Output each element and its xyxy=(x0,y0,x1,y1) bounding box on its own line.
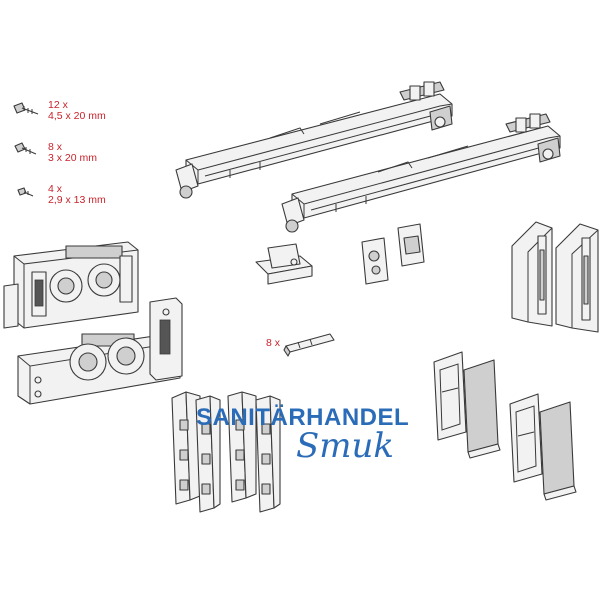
fixing-bracket-3 xyxy=(227,391,257,503)
screw-small-qty: 4 x xyxy=(48,183,63,195)
guide-bracket xyxy=(255,243,313,285)
fixing-bracket-1 xyxy=(171,391,201,505)
screw-small-icon xyxy=(17,187,34,197)
clip-qty: 8 x xyxy=(266,337,281,349)
mounting-block-right xyxy=(555,223,599,333)
stopper-plate-right xyxy=(397,223,425,267)
screw-medium-icon xyxy=(14,142,37,155)
end-cap-2 xyxy=(463,359,501,459)
end-cap-1 xyxy=(433,351,467,441)
watermark-line1: SANITÄRHANDEL xyxy=(196,404,410,431)
fixing-bracket-2 xyxy=(195,395,221,513)
roller-carriage-lower xyxy=(17,297,183,405)
clip-pin-icon xyxy=(283,333,335,357)
screw-small-size: 2,9 x 13 mm xyxy=(48,194,106,206)
damper-rail-upper xyxy=(175,81,453,199)
screw-medium-size: 3 x 20 mm xyxy=(48,152,98,164)
screw-large-qty: 12 x xyxy=(48,99,68,111)
watermark-line2: Smuk xyxy=(296,426,395,466)
screw-large-icon xyxy=(13,102,39,115)
screw-medium-qty: 8 x xyxy=(48,141,63,153)
damper-rail-lower xyxy=(281,113,561,233)
end-cap-4 xyxy=(539,401,577,501)
screw-large-size: 4,5 x 20 mm xyxy=(48,110,106,122)
stopper-plate-left xyxy=(361,237,389,285)
end-cap-3 xyxy=(509,393,543,483)
mounting-block-left xyxy=(511,221,553,327)
fixing-bracket-4 xyxy=(255,395,281,513)
roller-carriage-upper xyxy=(3,241,139,329)
